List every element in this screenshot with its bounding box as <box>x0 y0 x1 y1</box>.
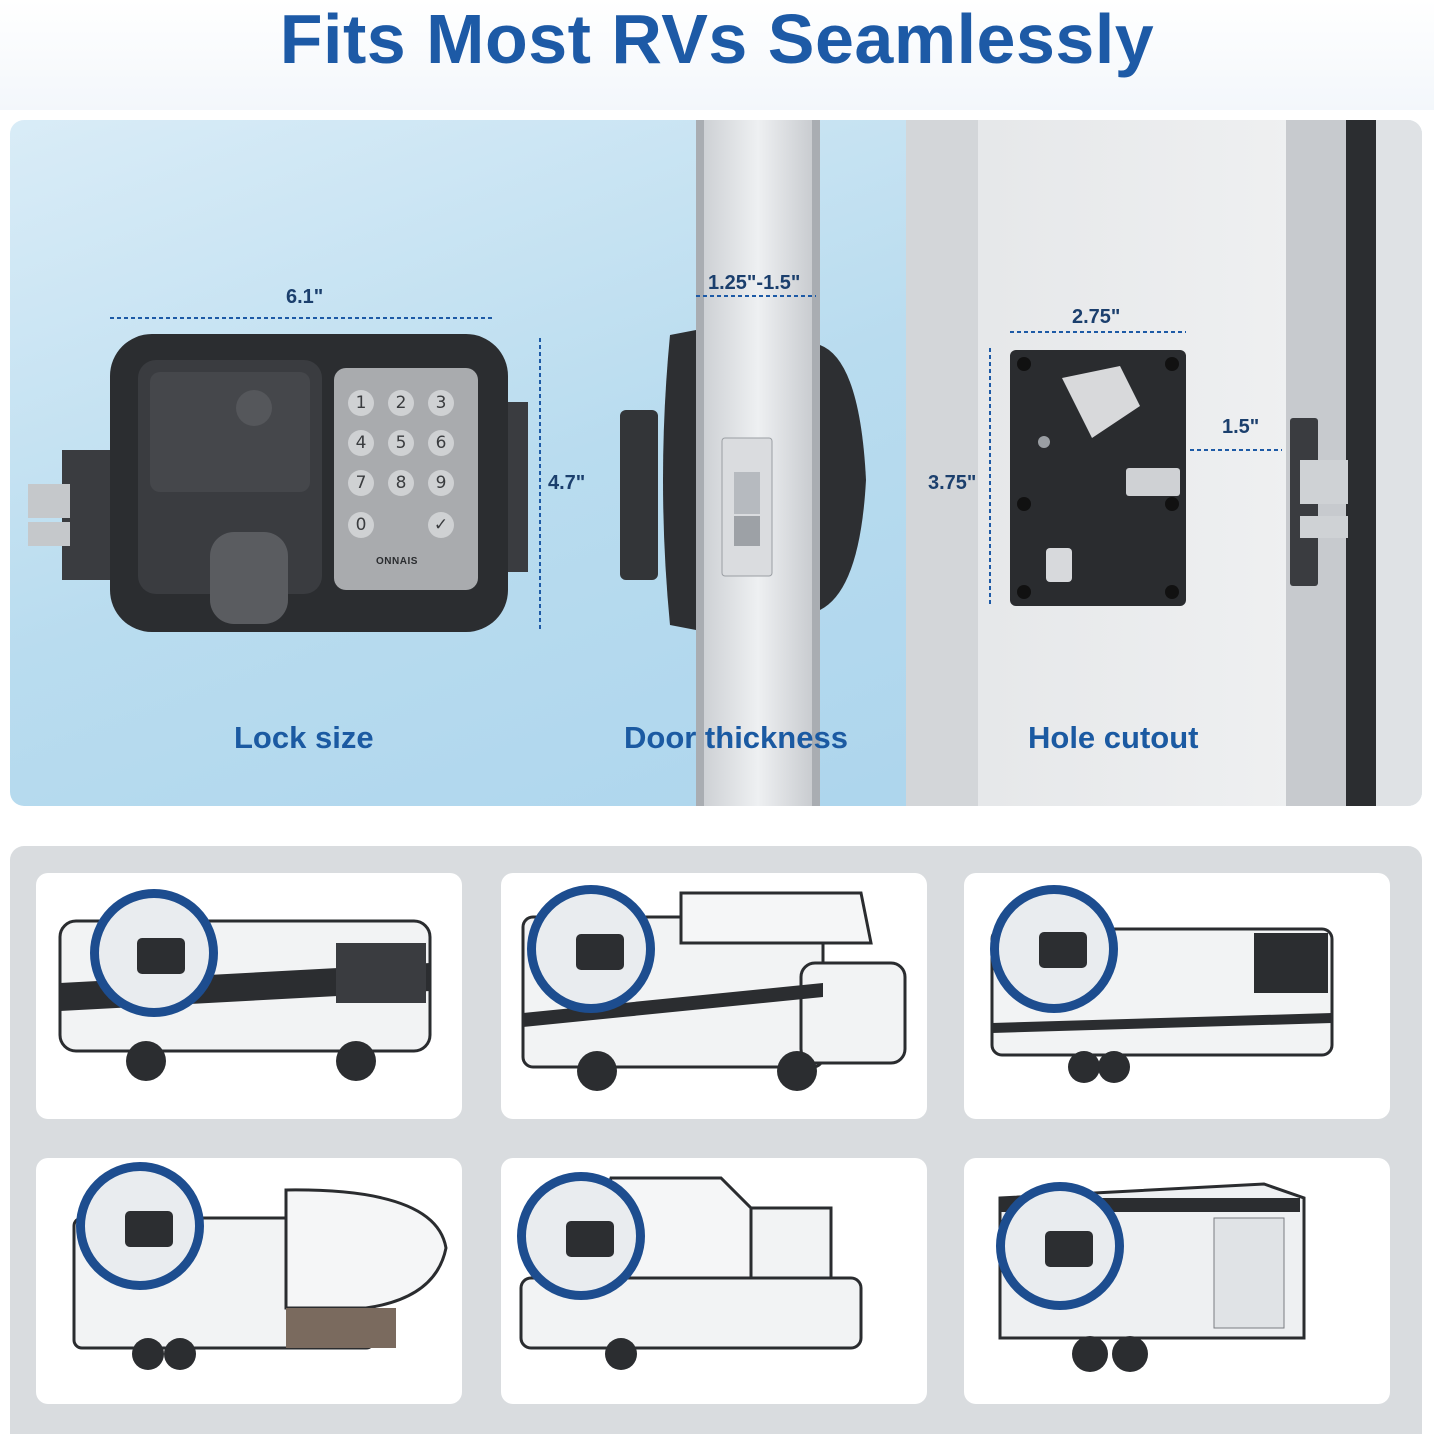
lock-size-label: Lock size <box>234 720 374 755</box>
rv-card-class-a <box>36 873 462 1119</box>
rv-card-class-c <box>501 873 927 1119</box>
lock-badge <box>996 1182 1124 1310</box>
lock-badge <box>990 885 1118 1013</box>
key-1: 1 <box>348 390 374 416</box>
key-0: 0 <box>348 512 374 538</box>
headline: Fits Most RVs Seamlessly <box>0 0 1434 110</box>
lock-height-label: 4.7" <box>548 472 586 494</box>
brand-label: ONNAIS <box>376 556 418 567</box>
rv-card-horse-trailer <box>964 1158 1390 1404</box>
cutout-width-label: 2.75" <box>1072 306 1121 328</box>
door-illustration <box>28 120 1422 806</box>
lock-icon <box>125 1211 173 1247</box>
door-thickness-title: Door thickness <box>624 720 848 755</box>
rv-card-travel-trailer <box>964 873 1390 1119</box>
lock-icon <box>1039 932 1087 968</box>
keypad: 1 2 3 4 5 6 7 8 9 0 ✓ ONNAIS <box>346 386 466 576</box>
lock-icon <box>137 938 185 974</box>
key-5: 5 <box>388 430 414 456</box>
lock-width-label: 6.1" <box>286 286 324 308</box>
lock-icon <box>1045 1231 1093 1267</box>
rv-class-a-image <box>58 919 432 1081</box>
key-2: 2 <box>388 390 414 416</box>
lock-badge <box>76 1162 204 1290</box>
door-thickness-label: 1.25"-1.5" <box>708 272 801 294</box>
lock-badge <box>517 1172 645 1300</box>
hole-cutout-label: Hole cutout <box>1028 720 1199 755</box>
cutout-height-label: 3.75" <box>928 472 977 494</box>
key-8: 8 <box>388 470 414 496</box>
key-7: 7 <box>348 470 374 496</box>
key-6: 6 <box>428 430 454 456</box>
lock-icon <box>566 1221 614 1257</box>
key-9: 9 <box>428 470 454 496</box>
key-4: 4 <box>348 430 374 456</box>
dimensions-panel: 1 2 3 4 5 6 7 8 9 0 ✓ ONNAIS 6.1" 4.7" 1… <box>10 120 1422 806</box>
key-3: 3 <box>428 390 454 416</box>
lock-badge <box>527 885 655 1013</box>
lock-icon <box>576 934 624 970</box>
rv-card-fifth-wheel <box>36 1158 462 1404</box>
rv-card-pop-up <box>501 1158 927 1404</box>
key-check: ✓ <box>428 512 454 538</box>
backset-label: 1.5" <box>1222 416 1260 438</box>
lock-badge <box>90 889 218 1017</box>
